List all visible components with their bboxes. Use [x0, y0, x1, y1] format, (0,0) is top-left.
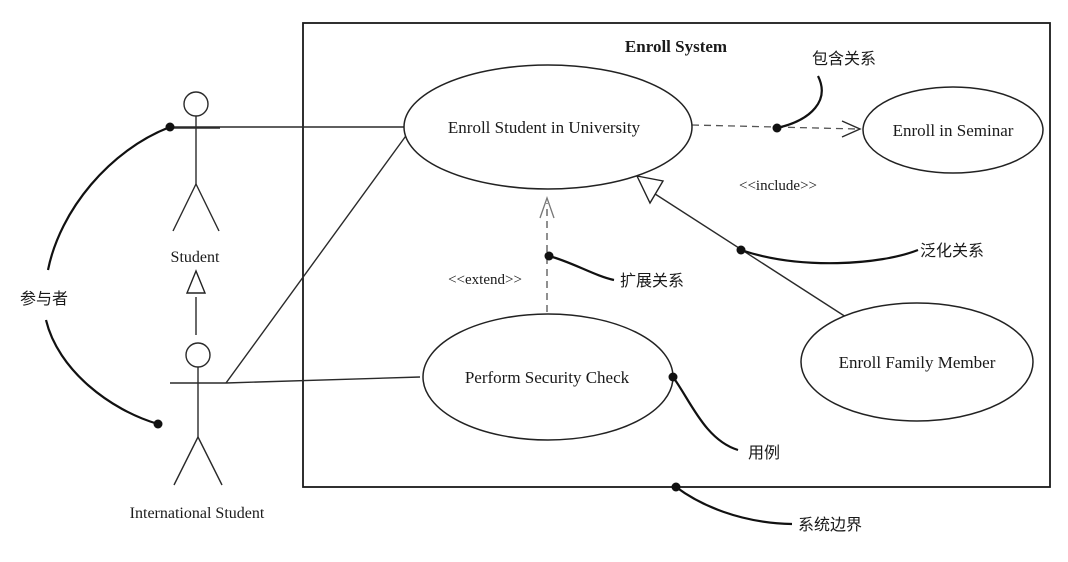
extend-annotation-dot — [544, 251, 554, 261]
extend-annotation-label: 扩展关系 — [620, 271, 684, 290]
boundary-annotation-leader — [675, 486, 793, 526]
usecase-family-member-label: Enroll Family Member — [839, 353, 996, 372]
usecase-generalization-arrow — [635, 175, 847, 318]
actor-student-figure — [172, 91, 220, 232]
usecase-enroll-student — [403, 64, 693, 190]
include-annotation-leader — [776, 75, 823, 130]
include-arrowhead — [841, 120, 862, 138]
usecase-enroll-seminar — [862, 86, 1044, 174]
generalization-annotation-leader — [740, 248, 919, 265]
actor-annotation-leader-bottom — [44, 319, 159, 426]
usecase-enroll-student-label: Enroll Student in University — [448, 118, 641, 137]
extend-annotation-leader — [548, 254, 615, 282]
usecase-annotation-label: 用例 — [748, 443, 780, 462]
include-stereotype-label: <<include>> — [739, 178, 817, 194]
actor-generalization-arrow — [185, 269, 207, 335]
extend-stereotype-label: <<extend>> — [448, 272, 522, 288]
usecase-annotation-leader — [672, 376, 739, 452]
association-intl-security — [225, 376, 421, 384]
usecase-family-member — [800, 302, 1034, 422]
system-title: Enroll System — [625, 37, 727, 56]
usecase-enroll-seminar-label: Enroll in Seminar — [893, 121, 1014, 140]
include-annotation-label: 包含关系 — [812, 49, 876, 68]
actor-international-student-label: International Student — [130, 505, 265, 522]
actor-annotation-leader-top — [46, 125, 171, 271]
actor-annotation-label: 参与者 — [20, 289, 68, 308]
boundary-annotation-label: 系统边界 — [798, 515, 862, 534]
include-dependency — [691, 124, 859, 130]
generalization-annotation-label: 泛化关系 — [920, 241, 984, 260]
actor-international-student-figure — [170, 342, 226, 486]
extend-arrowhead — [539, 196, 555, 219]
association-intl-enroll — [225, 132, 409, 384]
actor-student-label: Student — [171, 249, 220, 266]
usecase-security-check-label: Perform Security Check — [465, 368, 630, 387]
